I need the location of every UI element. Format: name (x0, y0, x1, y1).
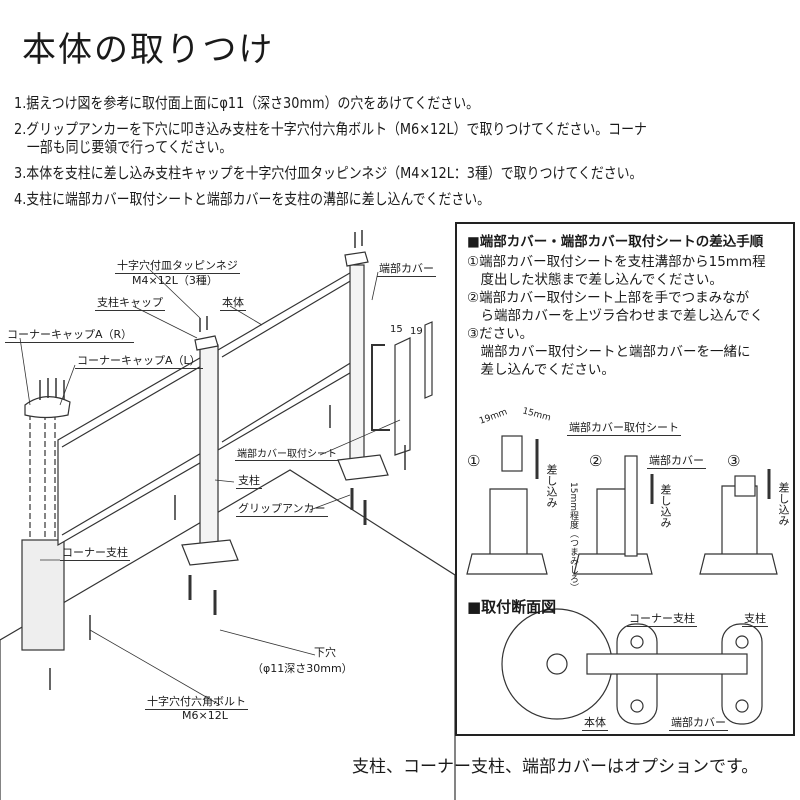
label-corner-cap-l: コーナーキャップA（L） (75, 354, 203, 369)
label-end-cover: 端部カバー (377, 262, 436, 277)
fig-step-3: ③ (727, 452, 741, 470)
section-end-cover: 端部カバー (669, 716, 728, 731)
corner-cap (24, 396, 71, 419)
footer-note: 支柱、コーナー支柱、端部カバーはオプションです。 (352, 757, 759, 777)
procedure-line: ②端部カバー取付シート上部を手でつまみなが (467, 290, 750, 306)
label-tapping-screw-spec: M4×12L（3種） (132, 274, 218, 287)
leader-lines (19, 269, 401, 706)
label-hex-bolt: 十字穴付六角ボルト (145, 695, 248, 710)
label-dim-15: 15 (390, 324, 403, 335)
panel-left (57, 353, 206, 547)
post-base-middle (181, 539, 239, 566)
procedure-heading: ■端部カバー・端部カバー取付シートの差込手順 (467, 234, 764, 250)
post-base-right (337, 454, 389, 481)
label-pilot-hole: 下穴 (314, 646, 336, 659)
post-right (349, 264, 365, 466)
assembly-diagram (0, 230, 456, 800)
label-post-cap: 支柱キャップ (95, 296, 165, 311)
end-cover-sheet-part (394, 337, 411, 456)
label-pilot-hole-spec: （φ11深さ30mm） (252, 662, 353, 675)
section-figure (501, 608, 763, 725)
label-post: 支柱 (236, 474, 262, 489)
procedure-line: ①端部カバー取付シートを支柱溝部から15mm程 (467, 254, 766, 270)
step2-figure (573, 455, 654, 575)
step-1: 1.据えつけ図を参考に取付面上面にφ11（深さ30mm）の穴をあけてください。 (14, 94, 480, 112)
fig-cover-label: 端部カバー (647, 454, 706, 469)
corner-post-dash (29, 405, 56, 540)
label-tapping-screw: 十字穴付皿タッピンネジ (115, 259, 240, 274)
procedure-line: 度出した状態まで差し込んでください。 (467, 272, 723, 288)
label-corner-cap-r: コーナーキャップA（R） (5, 328, 135, 343)
section-body: 本体 (582, 716, 608, 731)
step-2: 2.グリップアンカーを下穴に叩き込み支柱を十字穴付六角ボルト（M6×12L）で取… (14, 120, 647, 138)
fig-sheet-label: 端部カバー取付シート (567, 421, 681, 436)
label-corner-post: コーナー支柱 (60, 546, 130, 561)
procedure-line: 差し込んでください。 (467, 362, 615, 378)
step-4: 4.支柱に端部カバー取付シートと端部カバーを支柱の溝部に差し込んでください。 (14, 190, 491, 208)
step-2-cont: 一部も同じ要領で行ってください。 (14, 138, 233, 156)
section-heading: ■取付断面図 (467, 598, 557, 616)
post-cap-right (344, 251, 369, 267)
label-hex-bolt-spec: M6×12L (182, 709, 228, 722)
procedure-line: ら端部カバーを上ヅラ合わせまで差し込んでく (467, 308, 764, 324)
step-3: 3.本体を支柱に差し込み支柱キャップを十字穴付皿タッピンネジ（M4×12L：3種… (14, 164, 643, 182)
fig-insert-3: 差し込み (777, 482, 790, 526)
section-post: 支柱 (742, 612, 768, 627)
fig-step-2: ② (589, 452, 603, 470)
insert-arrow (371, 344, 390, 431)
fig-insert-2: 差し込み (659, 484, 672, 528)
label-dim-19: 19 (410, 326, 423, 337)
post-middle (199, 344, 219, 556)
procedure-line: 端部カバー取付シートと端部カバーを一緒に (467, 344, 751, 360)
fig-protrude-label: 15mm程度（つまみしろ） (568, 482, 578, 592)
step3-figure (699, 469, 778, 575)
page-title: 本体の取りつけ (22, 30, 275, 70)
fig-insert-1: 差し込み (545, 464, 558, 508)
screws (39, 230, 406, 690)
corner-post (21, 539, 65, 651)
label-body: 本体 (220, 296, 246, 311)
label-end-cover-sheet: 端部カバー取付シート (235, 445, 339, 461)
procedure-figures (466, 435, 778, 725)
label-grip-anchor: グリップアンカー (236, 502, 328, 517)
step1-figure (466, 435, 548, 575)
procedure-box: ■端部カバー・端部カバー取付シートの差込手順 ①端部カバー取付シートを支柱溝部か… (455, 222, 795, 736)
post-cap-middle (194, 335, 219, 351)
fig-step-1: ① (467, 452, 481, 470)
end-cover-part (424, 321, 433, 399)
procedure-line: ③ださい。 (467, 326, 534, 342)
section-corner-post: コーナー支柱 (627, 612, 697, 627)
